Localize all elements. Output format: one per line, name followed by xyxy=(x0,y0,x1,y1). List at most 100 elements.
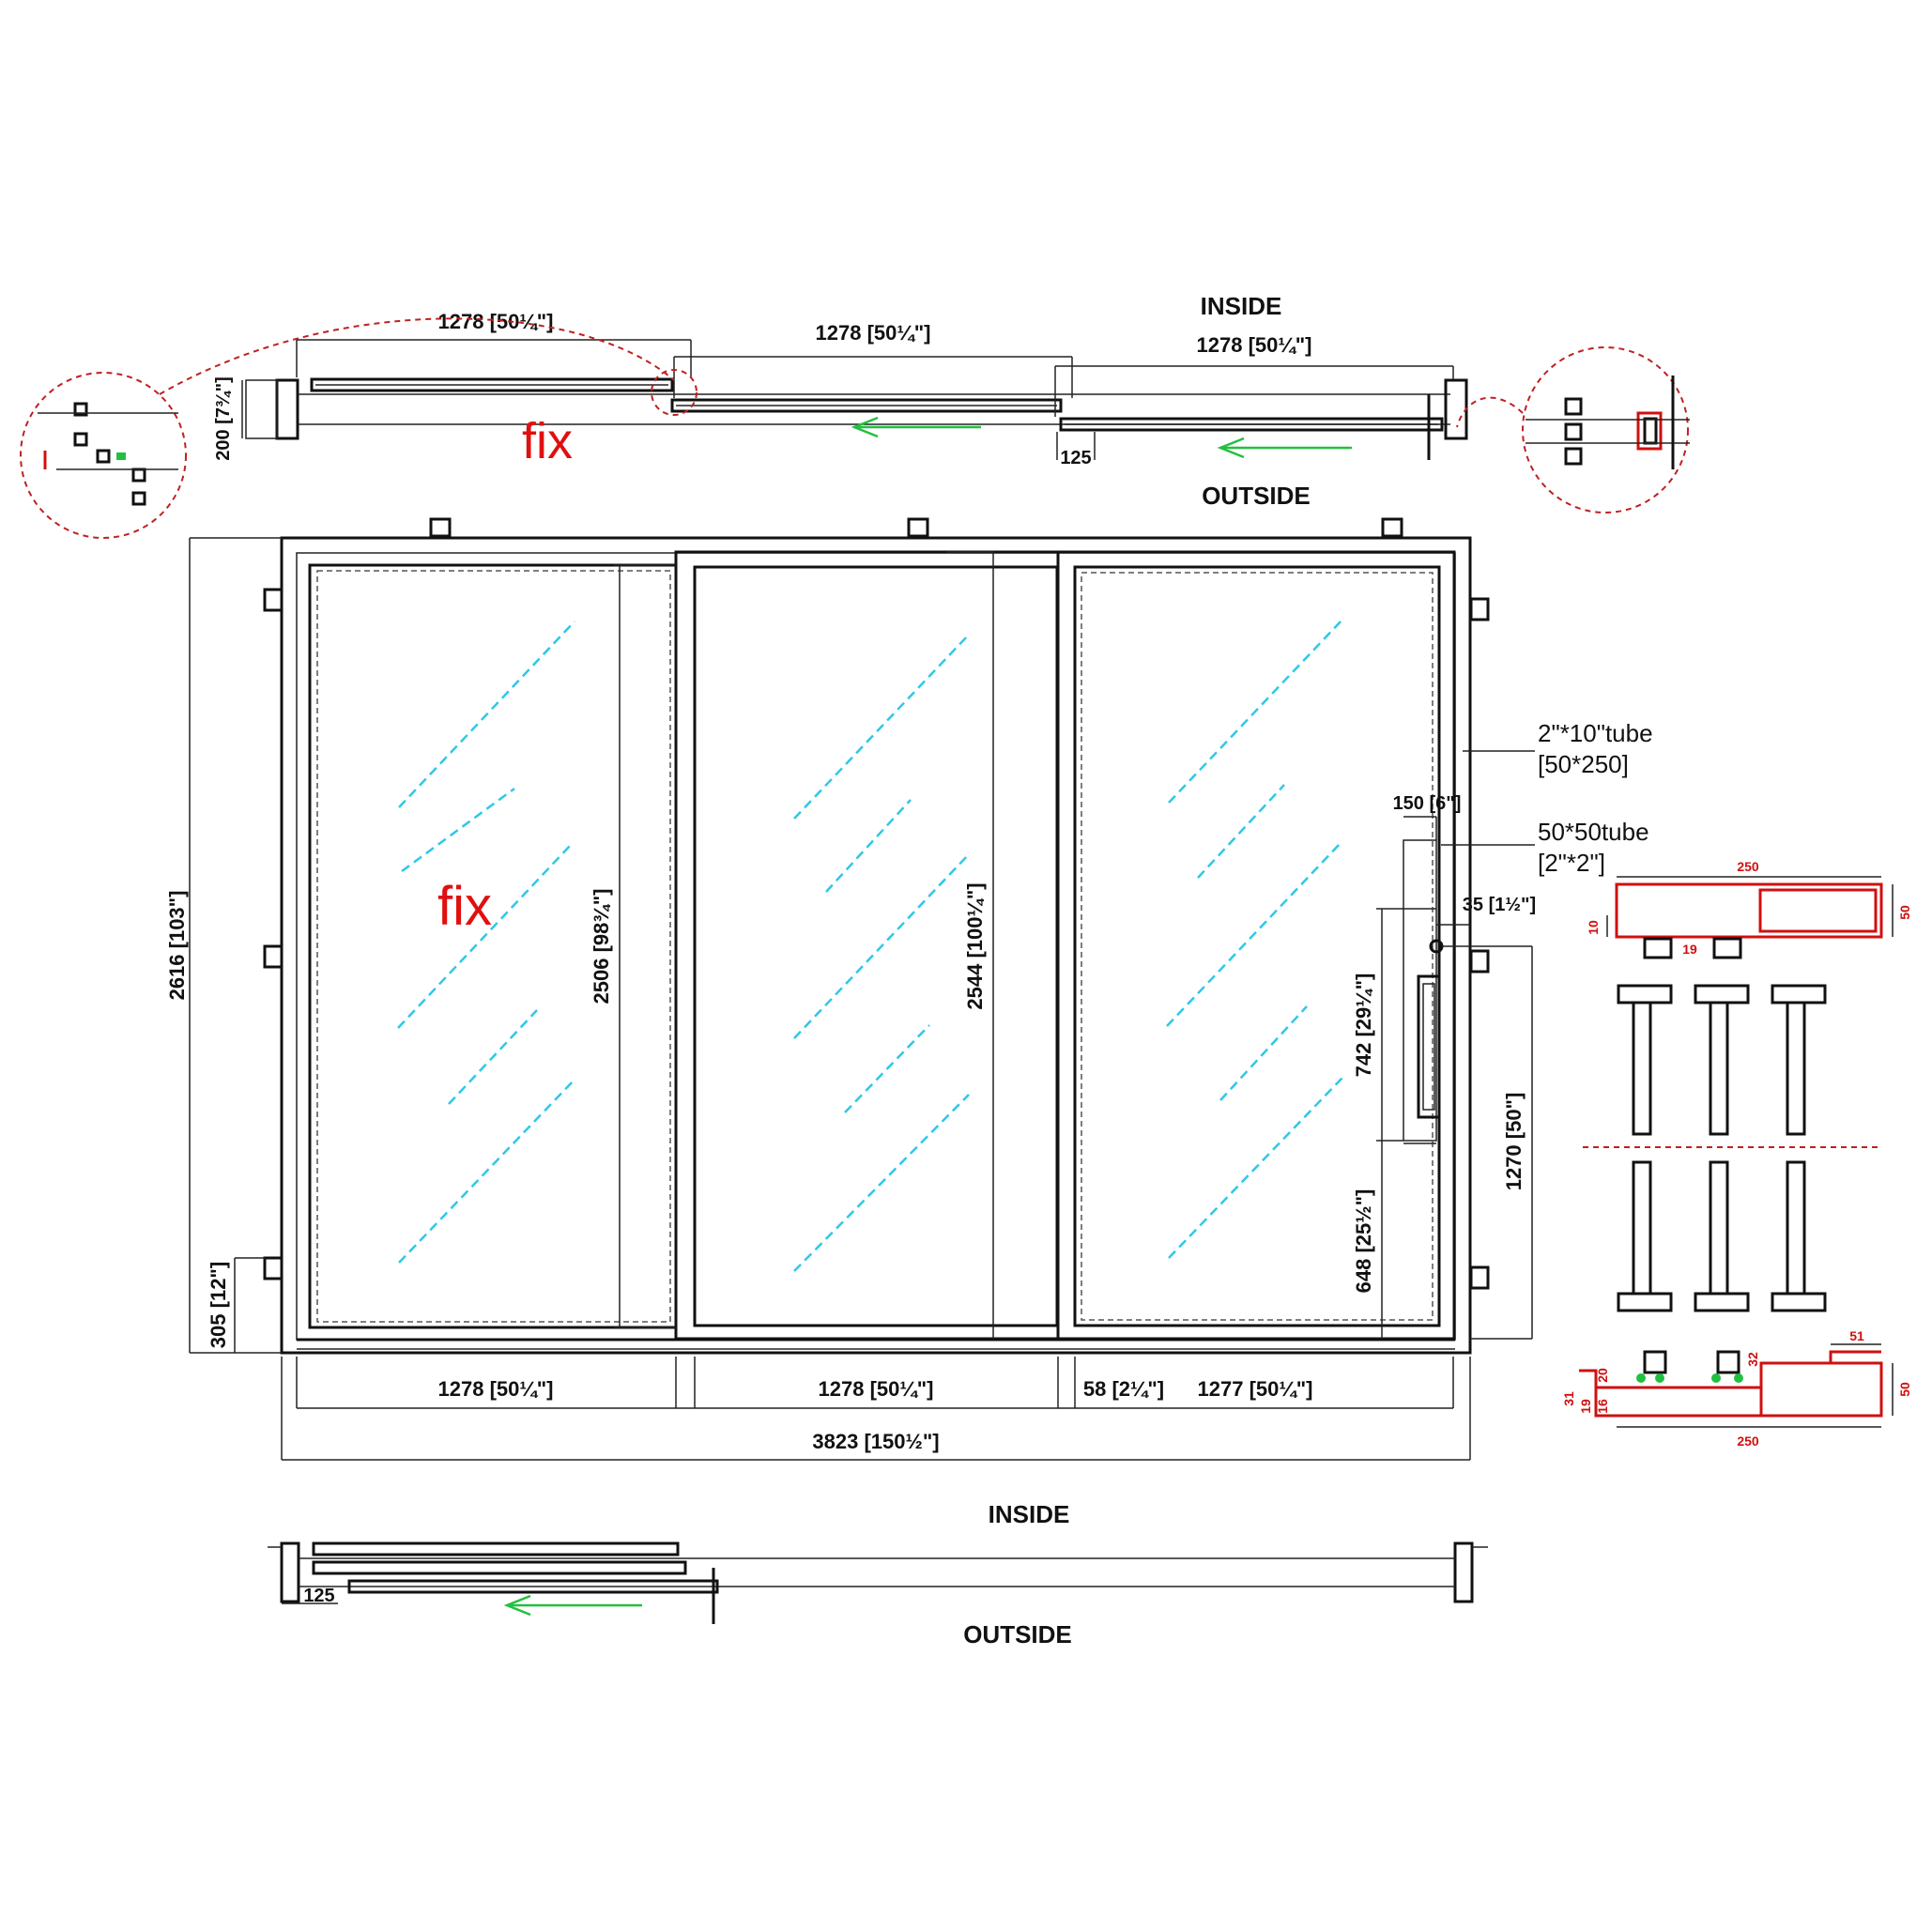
track-block xyxy=(1694,1292,1750,1312)
track-block xyxy=(1771,1292,1827,1312)
panel-fixed-glass-edge xyxy=(316,570,671,1323)
profile-inner xyxy=(1643,417,1658,445)
sill-height: 50 xyxy=(1897,1382,1912,1397)
head-tube-inner xyxy=(1758,888,1878,933)
detail-leader-left xyxy=(159,317,675,395)
dim-panel-3: 1277 [50¼"] xyxy=(1198,1377,1313,1401)
reflection-line xyxy=(825,799,912,893)
anchor-tab xyxy=(263,588,284,612)
profile-square xyxy=(73,402,88,417)
seal-dot xyxy=(1655,1373,1664,1383)
detail-right-content xyxy=(1526,376,1690,469)
reflection-line xyxy=(448,1009,538,1105)
inner-frame xyxy=(296,552,1456,1341)
dim-overlap-plan: 125 xyxy=(1060,448,1091,468)
detail-bubble-left xyxy=(20,372,187,539)
dim-overlap-bottom: 125 xyxy=(303,1586,334,1606)
head-left-10: 10 xyxy=(1586,920,1601,935)
stacked-panel xyxy=(347,1579,719,1594)
track-block xyxy=(1617,1292,1673,1312)
reflection-line xyxy=(793,853,970,1039)
panel-stile xyxy=(1786,1160,1806,1296)
dim-handle-height: 1270 [50"] xyxy=(1502,1093,1526,1191)
detail-leader-right xyxy=(1456,396,1524,428)
anchor-tab xyxy=(1469,949,1490,974)
sill-width: 250 xyxy=(1737,1434,1759,1449)
anchor-tab xyxy=(263,944,284,969)
dim-bottom-offset: 305 [12"] xyxy=(207,1262,230,1348)
head-width: 250 xyxy=(1737,859,1759,874)
bottom-plan-view: INSIDE OUTSIDE 125 xyxy=(268,1500,1488,1648)
slide-arrow-head xyxy=(1217,437,1245,459)
detail-bubble-right xyxy=(1522,346,1689,514)
panel-sections xyxy=(1583,984,1881,1312)
reflection-line xyxy=(401,787,515,873)
profile-square xyxy=(73,432,88,447)
tube-small-line1: 50*50tube xyxy=(1538,818,1649,846)
seal-mark xyxy=(116,452,126,460)
profile-square xyxy=(1564,447,1583,466)
sill-32: 32 xyxy=(1745,1352,1760,1367)
reflection-line xyxy=(398,621,575,808)
fixed-panel-plan xyxy=(310,377,674,392)
glass-reflections xyxy=(397,619,1343,1272)
dim-panel-1: 1278 [50¼"] xyxy=(438,1377,554,1401)
dim-total-height: 2616 [103"] xyxy=(165,891,189,1001)
dim-left-panel-plan: 1278 [50¼"] xyxy=(438,310,554,333)
right-jamb xyxy=(1453,1541,1474,1603)
profile-square xyxy=(131,468,146,483)
dim-gap: 58 [2¼"] xyxy=(1083,1377,1164,1401)
panel-right-inner xyxy=(1073,565,1441,1327)
left-jamb-tube xyxy=(245,379,278,439)
reflection-line xyxy=(1168,619,1343,804)
dim-overall-width: 3823 [150½"] xyxy=(812,1430,939,1453)
reflection-line xyxy=(793,634,970,820)
seal-dot xyxy=(1636,1373,1646,1383)
seal-dot xyxy=(1711,1373,1721,1383)
dim-depth-plan: 200 [7¾"] xyxy=(213,376,234,461)
dim-fixed-glass-height: 2506 [98¾"] xyxy=(590,889,613,1004)
fix-label-elevation: fix xyxy=(437,876,492,937)
inside-label-top: INSIDE xyxy=(1201,292,1282,320)
door-handle xyxy=(1403,839,1444,1144)
dim-right-panel-plan: 1278 [50¼"] xyxy=(1197,333,1312,357)
anchor-tab xyxy=(1381,517,1403,538)
roller xyxy=(1643,937,1673,959)
dim-panel-2: 1278 [50¼"] xyxy=(819,1377,934,1401)
dim-handle-width: 150 [6"] xyxy=(1393,793,1462,814)
panel-middle xyxy=(674,550,1060,1341)
top-plan-view: 1278 [50¼"] 1278 [50¼"] 1278 [50¼"] INSI… xyxy=(20,292,1690,539)
head-tube xyxy=(1615,882,1883,939)
anchor-tab xyxy=(1469,597,1490,621)
elevation-view: 2616 [103"] 305 [12"] 2506 [98¾"] 2544 [… xyxy=(165,517,1653,1461)
panel-stile xyxy=(1709,1001,1729,1136)
reflection-line xyxy=(1168,1077,1343,1259)
profile-square xyxy=(131,491,146,506)
slide-arrow-head xyxy=(851,416,879,438)
sill-20: 20 xyxy=(1595,1368,1610,1383)
left-jamb xyxy=(275,378,299,440)
head-inner-19: 19 xyxy=(1682,942,1697,957)
track-block xyxy=(1771,984,1827,1004)
right-jamb xyxy=(1444,378,1468,440)
anchor-tab xyxy=(429,517,452,538)
reflection-line xyxy=(844,1024,930,1113)
right-panel-plan xyxy=(1059,417,1444,432)
bottom-roller xyxy=(1716,1350,1740,1374)
bottom-roller xyxy=(1643,1350,1667,1374)
profile-square xyxy=(1564,397,1583,416)
profile-red xyxy=(1636,411,1663,451)
panel-middle-inner xyxy=(693,565,1059,1327)
dim-handle-length: 742 [29¼"] xyxy=(1352,974,1375,1078)
reflection-line xyxy=(1219,1005,1308,1101)
outer-frame xyxy=(280,536,1472,1355)
outside-label-top: OUTSIDE xyxy=(1202,482,1311,510)
panel-right-glass-edge xyxy=(1081,572,1434,1321)
head-height: 50 xyxy=(1897,905,1912,920)
detail-left-content xyxy=(38,402,178,506)
middle-panel-plan xyxy=(670,398,1063,413)
tube-small-line2: [2"*2"] xyxy=(1538,849,1605,877)
reflection-line xyxy=(397,844,572,1029)
fix-label-plan: fix xyxy=(522,413,573,469)
